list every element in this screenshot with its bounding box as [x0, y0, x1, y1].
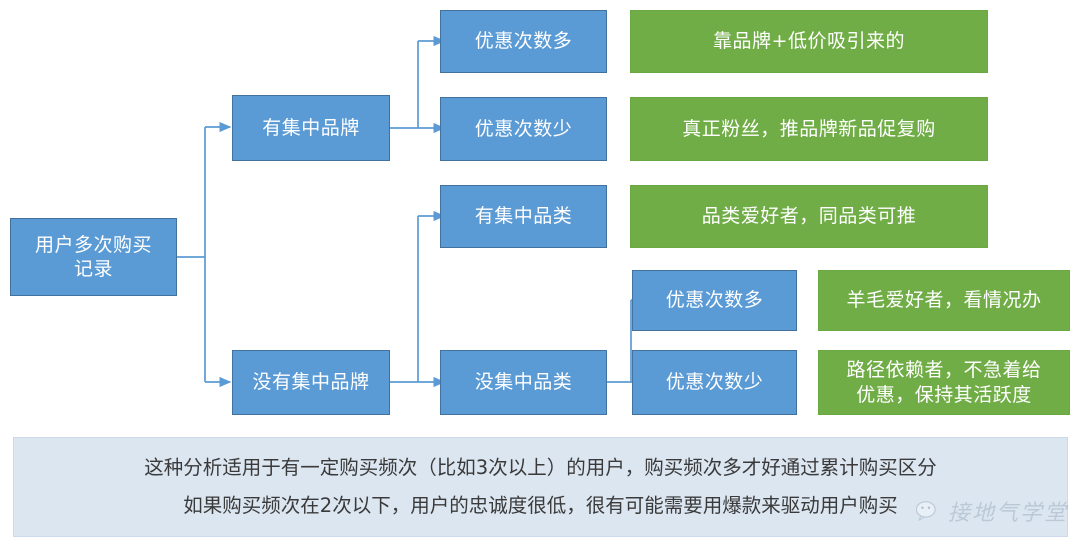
node-brand-not-concentrated[interactable]: 没有集中品牌	[232, 350, 390, 415]
node-coupon-low-category[interactable]: 优惠次数少	[632, 350, 797, 415]
outcome-true-fans[interactable]: 真正粉丝，推品牌新品促复购	[630, 97, 988, 161]
footer-note: 这种分析适用于有一定购买频次（比如3次以上）的用户，购买频次多才好通过累计购买区…	[13, 437, 1068, 537]
node-root[interactable]: 用户多次购买 记录	[10, 218, 177, 296]
node-coupon-high-brand[interactable]: 优惠次数多	[440, 10, 607, 73]
node-coupon-high-category[interactable]: 优惠次数多	[632, 270, 797, 331]
outcome-brand-low-price[interactable]: 靠品牌+低价吸引来的	[630, 10, 988, 73]
node-category-not-concentrated[interactable]: 没集中品类	[440, 350, 607, 415]
outcome-deal-seeker[interactable]: 羊毛爱好者，看情况办	[818, 270, 1070, 331]
outcome-category-lover[interactable]: 品类爱好者，同品类可推	[630, 185, 988, 248]
node-brand-concentrated[interactable]: 有集中品牌	[232, 95, 390, 161]
node-category-concentrated[interactable]: 有集中品类	[440, 185, 607, 248]
node-coupon-low-brand[interactable]: 优惠次数少	[440, 97, 607, 161]
footer-line-1: 这种分析适用于有一定购买频次（比如3次以上）的用户，购买频次多才好通过累计购买区…	[144, 455, 937, 479]
footer-line-2: 如果购买频次在2次以下，用户的忠诚度很低，很有可能需要用爆款来驱动用户购买	[183, 494, 898, 517]
outcome-path-dependent[interactable]: 路径依赖者，不急着给 优惠，保持其活跃度	[818, 350, 1070, 415]
